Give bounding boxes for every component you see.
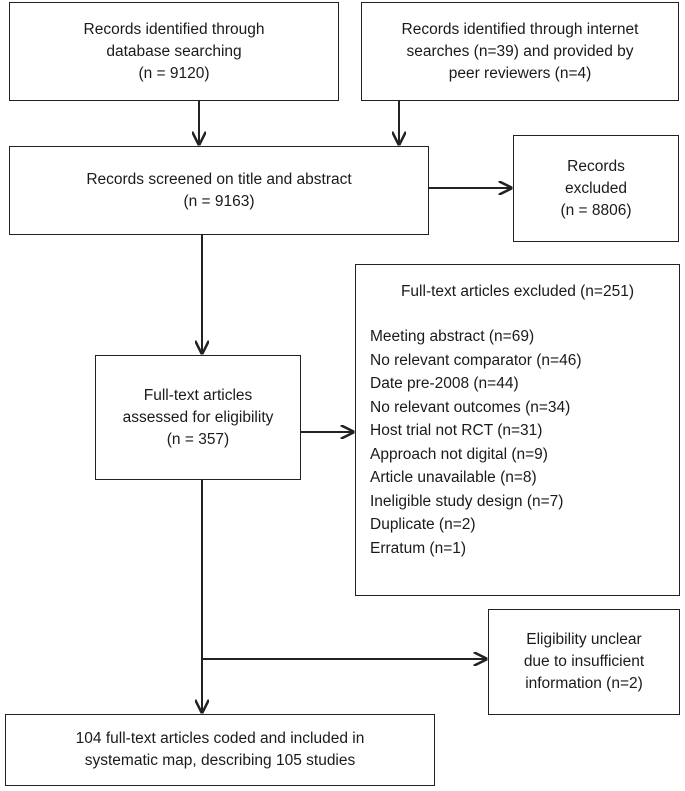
list-item: Article unavailable (n=8) bbox=[370, 469, 537, 486]
list-item: Erratum (n=1) bbox=[370, 539, 467, 557]
box-text-line: Records bbox=[567, 157, 625, 175]
list-item: No relevant outcomes (n=34) bbox=[370, 398, 571, 416]
list-item: Approach not digital (n=9) bbox=[370, 445, 548, 463]
box-eligibility-unclear: Eligibility unclear due to insufficient … bbox=[488, 609, 680, 715]
box-records-excluded: Records excluded (n = 8806) bbox=[513, 135, 679, 242]
list-item: Host trial not RCT (n=31) bbox=[370, 422, 543, 439]
list-item: Meeting abstract (n=69) bbox=[370, 328, 535, 345]
box-text-line: Records identified through bbox=[83, 20, 265, 38]
list-item: Duplicate (n=2) bbox=[370, 516, 476, 533]
box-text-line: (n = 9120) bbox=[138, 64, 210, 82]
box-internet-searches: Records identified through internet sear… bbox=[361, 2, 679, 101]
box-text-line: Eligibility unclear bbox=[526, 631, 642, 648]
box-fulltext-assessed: Full-text articles assessed for eligibil… bbox=[95, 355, 301, 480]
box-database-searching: Records identified through database sear… bbox=[9, 2, 339, 101]
box-text-line: systematic map, describing 105 studies bbox=[84, 752, 356, 769]
list-item: Ineligible study design (n=7) bbox=[370, 492, 564, 510]
box-fulltext-excluded: Full-text articles excluded (n=251) Meet… bbox=[355, 264, 680, 596]
box-text-line: database searching bbox=[106, 42, 242, 60]
box-text-line: information (n=2) bbox=[525, 675, 643, 692]
box-text-line: 104 full-text articles coded and include… bbox=[75, 730, 365, 747]
box-records-screened: Records screened on title and abstract (… bbox=[9, 146, 429, 235]
list-item: Date pre-2008 (n=44) bbox=[370, 375, 519, 392]
fulltext-excluded-title: Full-text articles excluded (n=251) bbox=[400, 283, 635, 300]
box-text-line: (n = 8806) bbox=[560, 201, 632, 219]
exclusion-reasons-list: Meeting abstract (n=69) No relevant comp… bbox=[370, 325, 582, 560]
list-item: No relevant comparator (n=46) bbox=[370, 351, 582, 369]
box-text-line: peer reviewers (n=4) bbox=[448, 64, 592, 82]
box-text-line: (n = 357) bbox=[166, 430, 230, 448]
box-text-line: Records screened on title and abstract bbox=[86, 170, 352, 188]
box-text-line: Records identified through internet bbox=[401, 20, 639, 38]
box-text-line: due to insufficient bbox=[523, 653, 645, 670]
box-included-studies: 104 full-text articles coded and include… bbox=[5, 714, 435, 786]
box-text-line: excluded bbox=[564, 179, 628, 197]
box-text-line: assessed for eligibility bbox=[122, 408, 274, 426]
box-text-line: searches (n=39) and provided by bbox=[406, 42, 634, 60]
box-text-line: (n = 9163) bbox=[183, 192, 255, 210]
box-text-line: Full-text articles bbox=[143, 386, 253, 404]
